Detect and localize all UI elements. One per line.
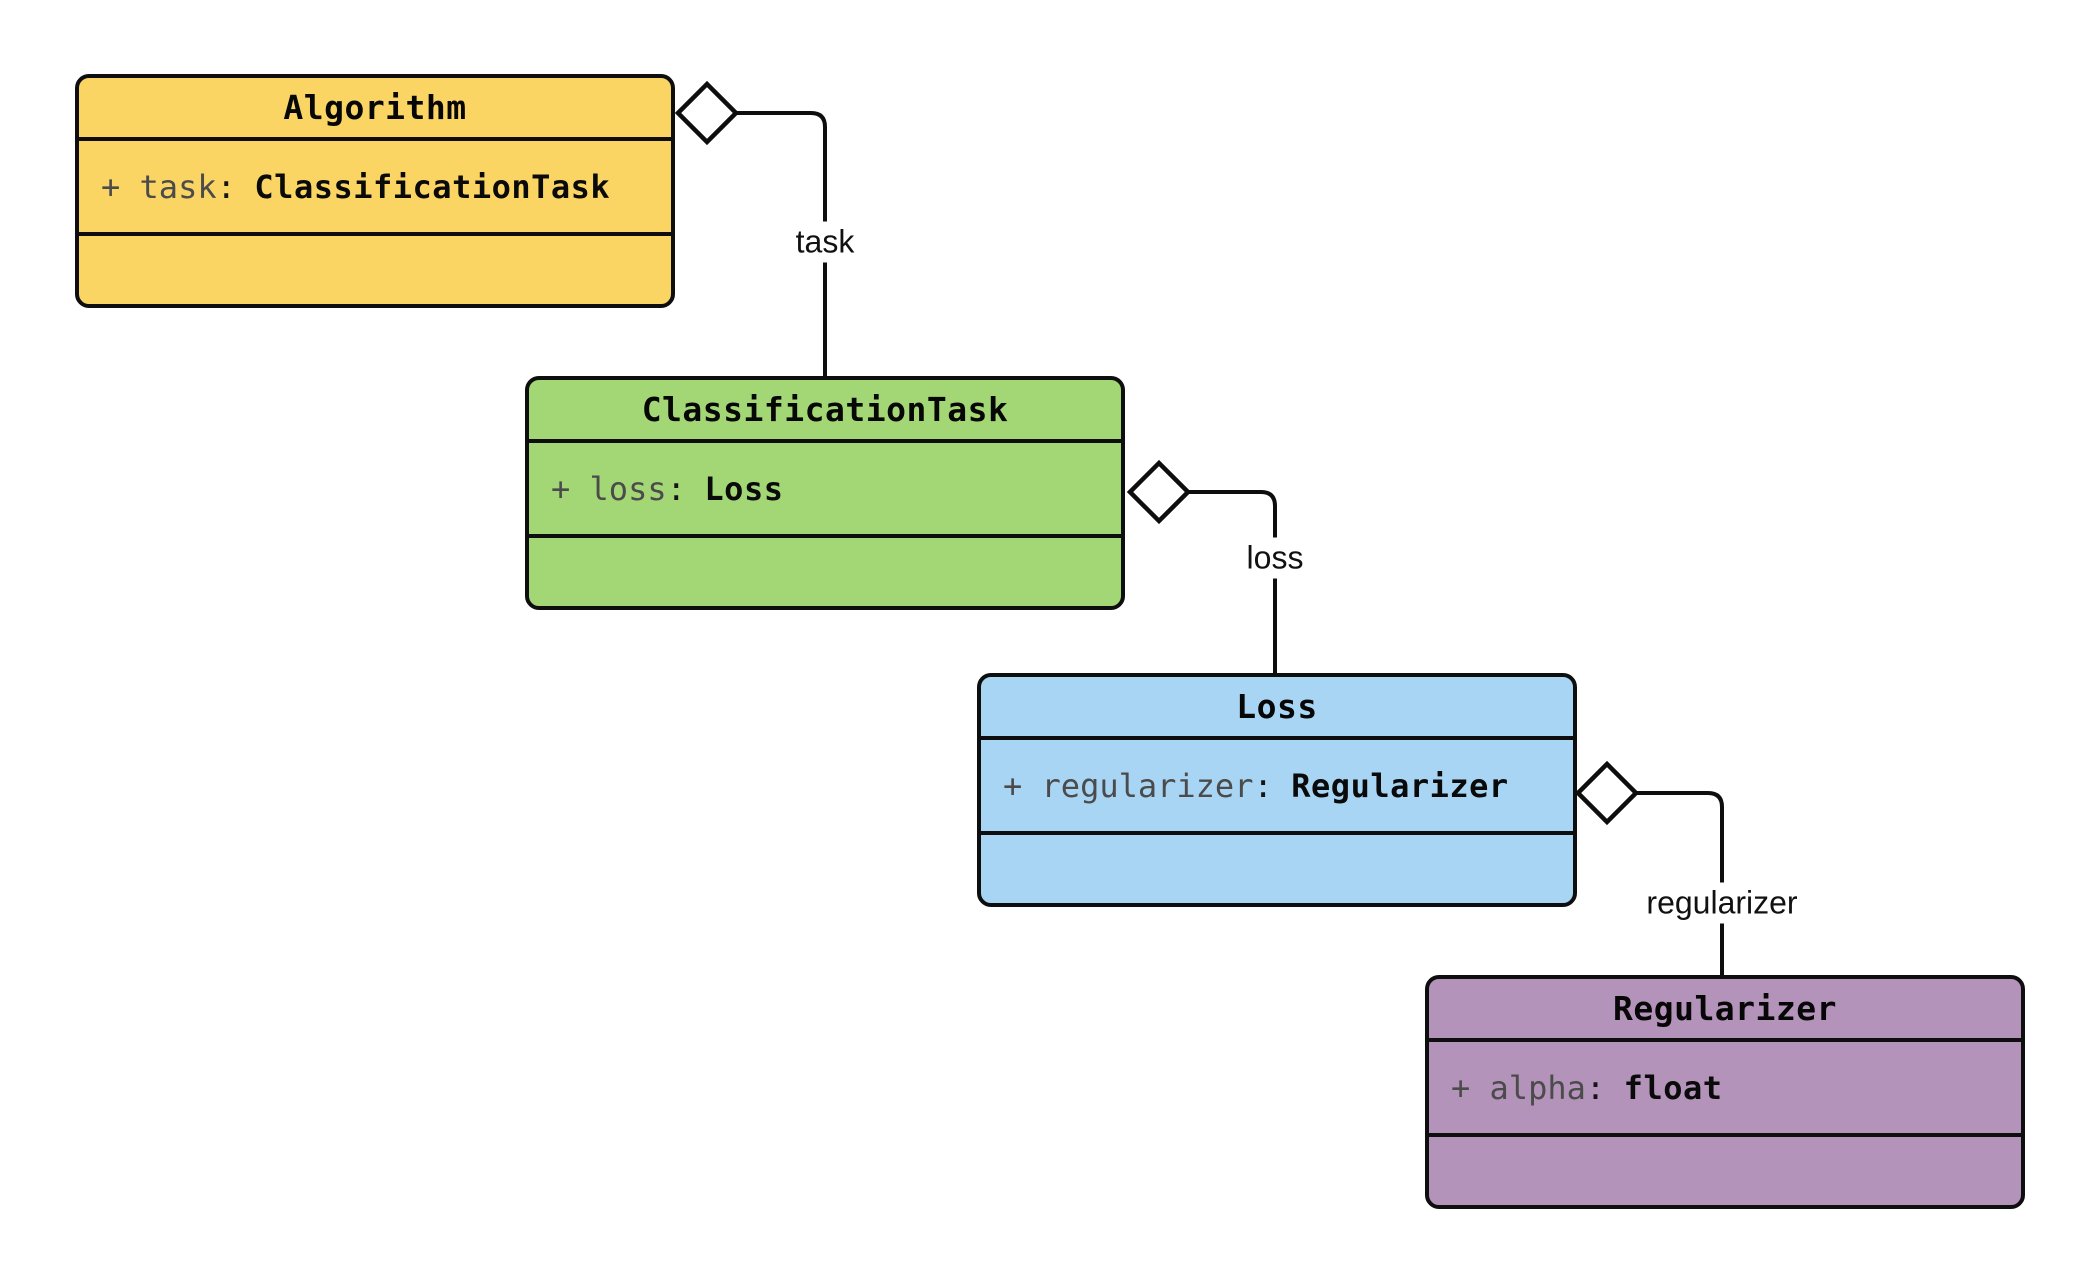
class-title: Loss — [981, 677, 1573, 740]
attribute-line: + task: ClassificationTask — [101, 168, 610, 206]
aggregation-diamond-icon — [1126, 459, 1192, 525]
attribute-colon: : — [216, 167, 236, 206]
relation-task-line — [736, 111, 827, 379]
attribute-type: ClassificationTask — [254, 167, 611, 206]
attribute-type: Loss — [704, 469, 784, 508]
relation-regularizer-line — [1636, 791, 1724, 978]
attribute-colon: : — [1585, 1068, 1606, 1107]
class-methods-empty — [79, 236, 671, 304]
class-attributes: + task: ClassificationTask — [79, 141, 671, 236]
class-classification-task: ClassificationTask + loss: Loss — [525, 376, 1125, 610]
class-algorithm: Algorithm + task: ClassificationTask — [75, 74, 675, 308]
relation-loss-line — [1188, 490, 1277, 676]
class-title: Regularizer — [1429, 979, 2021, 1042]
class-methods-empty — [529, 538, 1121, 606]
class-title: Algorithm — [79, 78, 671, 141]
attribute-name: + alpha — [1451, 1068, 1586, 1107]
attribute-name: + regularizer — [1003, 766, 1254, 805]
class-attributes: + alpha: float — [1429, 1042, 2021, 1137]
relation-label-task: task — [785, 221, 865, 263]
attribute-type: Regularizer — [1291, 766, 1509, 805]
attribute-line: + alpha: float — [1451, 1069, 1723, 1107]
aggregation-diamond-icon — [1574, 760, 1640, 826]
class-attributes: + loss: Loss — [529, 443, 1121, 538]
attribute-line: + loss: Loss — [551, 470, 783, 508]
attribute-name: + task — [101, 167, 217, 206]
aggregation-diamond-icon — [674, 80, 740, 146]
class-title: ClassificationTask — [529, 380, 1121, 443]
class-loss: Loss + regularizer: Regularizer — [977, 673, 1577, 907]
relation-label-regularizer: regularizer — [1636, 882, 1808, 924]
relation-label-loss: loss — [1236, 537, 1314, 579]
class-methods-empty — [981, 835, 1573, 903]
class-regularizer: Regularizer + alpha: float — [1425, 975, 2025, 1209]
attribute-colon: : — [1253, 766, 1273, 805]
class-attributes: + regularizer: Regularizer — [981, 740, 1573, 835]
attribute-line: + regularizer: Regularizer — [1003, 767, 1509, 805]
class-methods-empty — [1429, 1137, 2021, 1205]
attribute-type: float — [1623, 1068, 1723, 1107]
attribute-name: + loss — [551, 469, 667, 508]
attribute-colon: : — [666, 469, 686, 508]
